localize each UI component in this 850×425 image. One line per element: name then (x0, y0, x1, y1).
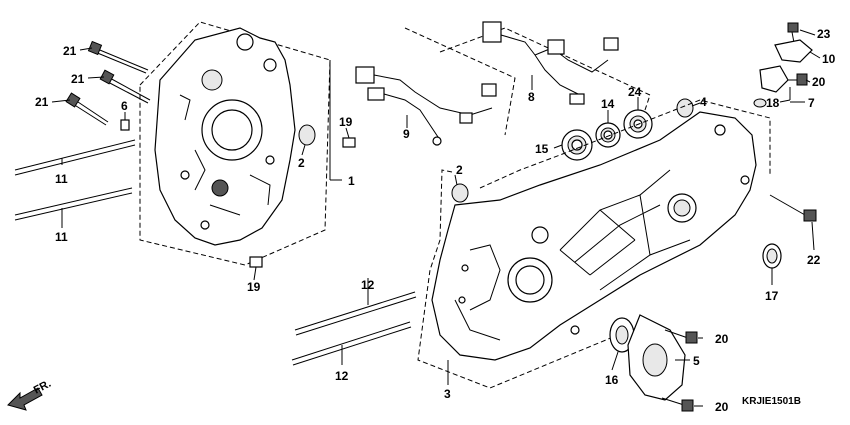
wire-harness-8 (439, 21, 651, 111)
bolt-22 (769, 194, 817, 222)
stud-11-set (14, 139, 136, 221)
stud-12-set (291, 291, 417, 366)
label-20a: 20 (812, 75, 826, 89)
bolt-21-set (65, 40, 151, 126)
label-20b: 20 (715, 332, 729, 346)
left-crankcase (139, 21, 331, 266)
label-5: 5 (693, 354, 700, 368)
label-14: 14 (601, 97, 615, 111)
label-16: 16 (605, 373, 619, 387)
oil-seal-17 (762, 243, 782, 269)
right-crankcase (417, 99, 771, 389)
o-ring-18 (753, 98, 767, 108)
label-22: 22 (807, 253, 821, 267)
label-15: 15 (535, 142, 549, 156)
label-23: 23 (817, 27, 831, 41)
bearing-14 (595, 122, 621, 148)
bolt-20-lower-set (661, 329, 698, 412)
label-20c: 20 (715, 400, 729, 414)
cover-5 (627, 314, 686, 401)
oil-seal-4 (676, 98, 694, 118)
wire-harness-9 (355, 27, 516, 146)
label-7: 7 (808, 96, 815, 110)
sensor-10 (774, 39, 813, 63)
label-8: 8 (528, 90, 535, 104)
label-6: 6 (121, 99, 128, 113)
dowel-19-bottom (249, 256, 263, 268)
dowel-19-top (342, 137, 356, 148)
label-17: 17 (765, 289, 779, 303)
label-3: 3 (444, 387, 451, 401)
front-direction-arrow: FR. (7, 378, 53, 411)
label-2a: 2 (298, 156, 305, 170)
label-2b: 2 (456, 163, 463, 177)
label-19b: 19 (247, 280, 261, 294)
label-19a: 19 (339, 115, 353, 129)
label-18: 18 (766, 96, 780, 110)
label-9: 9 (403, 127, 410, 141)
oil-seal-2-right (451, 183, 469, 203)
label-21b: 21 (71, 72, 85, 86)
label-12a: 12 (361, 278, 375, 292)
label-11b: 11 (55, 230, 68, 244)
part-labels: 21 21 21 6 11 11 19 19 2 1 9 8 2 15 14 2… (35, 27, 836, 414)
front-label: FR. (32, 378, 53, 397)
oil-seal-2-left (298, 124, 316, 146)
label-21c: 21 (35, 95, 49, 109)
label-1: 1 (348, 174, 355, 188)
bearing-15 (561, 129, 593, 161)
label-24: 24 (628, 85, 642, 99)
label-21a: 21 (63, 44, 77, 58)
label-11a: 11 (55, 172, 68, 186)
label-10: 10 (822, 52, 836, 66)
dowel-6 (120, 119, 130, 131)
label-4: 4 (700, 95, 707, 109)
sensor-7 (759, 65, 789, 93)
label-12b: 12 (335, 369, 349, 383)
diagram-code: KRJIE1501B (742, 396, 801, 407)
leader-lines (51, 29, 821, 407)
